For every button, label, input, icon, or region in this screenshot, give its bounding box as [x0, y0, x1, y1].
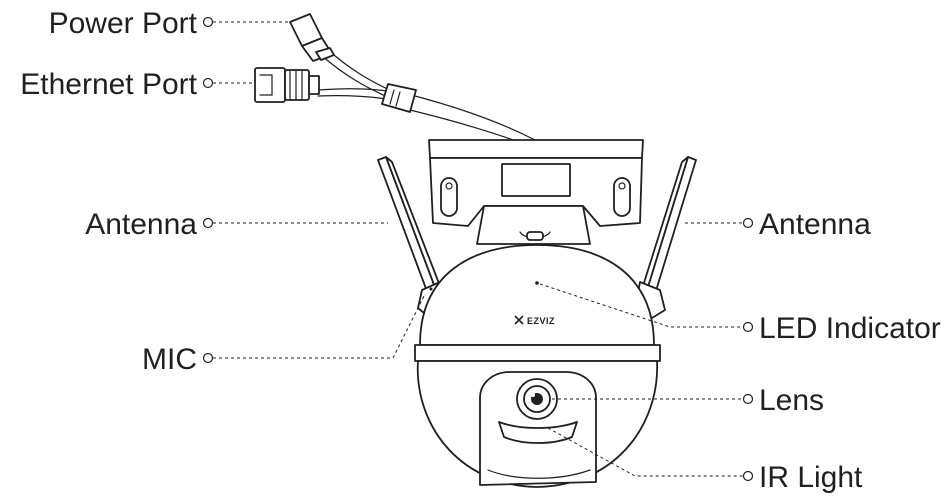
antenna-right-callout-dot: [742, 217, 754, 229]
mic-leader: [213, 293, 426, 359]
ir-light-label: IR Light: [759, 461, 863, 494]
mic-label: MIC: [142, 343, 197, 376]
right-antenna: [635, 156, 697, 319]
ethernet-port-label: Ethernet Port: [20, 68, 197, 101]
power-connector: [289, 13, 335, 62]
mic-callout-dot: [202, 352, 214, 364]
led-indicator-label: LED Indicator: [759, 312, 941, 345]
ethernet-connector: [254, 67, 320, 103]
antenna-left-label: Antenna: [85, 208, 197, 241]
lens-callout-dot: [742, 393, 754, 405]
lens-label: Lens: [759, 384, 824, 417]
power-port-label: Power Port: [49, 7, 198, 40]
power-port-callout-dot: [202, 16, 214, 28]
mount-bracket: [428, 139, 644, 245]
mic-hole: [429, 287, 433, 291]
cable-joint: [381, 83, 417, 113]
cable-assembly: [254, 13, 536, 146]
part-labels: Power Port Ethernet Port Antenna MIC Ant…: [20, 7, 941, 494]
brand-logo-text: EZVIZ: [527, 316, 555, 326]
ir-light-callout-dot: [742, 470, 754, 482]
led-indicator-dot: [535, 281, 539, 285]
leader-lines: [213, 21, 743, 477]
callout-dots: [202, 16, 754, 482]
lens: [516, 378, 558, 420]
ethernet-port-callout-dot: [202, 77, 214, 89]
ir-light: [498, 421, 578, 444]
antenna-right-label: Antenna: [759, 208, 871, 241]
led-indicator-callout-dot: [742, 321, 754, 333]
antenna-left-callout-dot: [202, 217, 214, 229]
ezviz-logo: EZVIZ: [514, 315, 555, 326]
